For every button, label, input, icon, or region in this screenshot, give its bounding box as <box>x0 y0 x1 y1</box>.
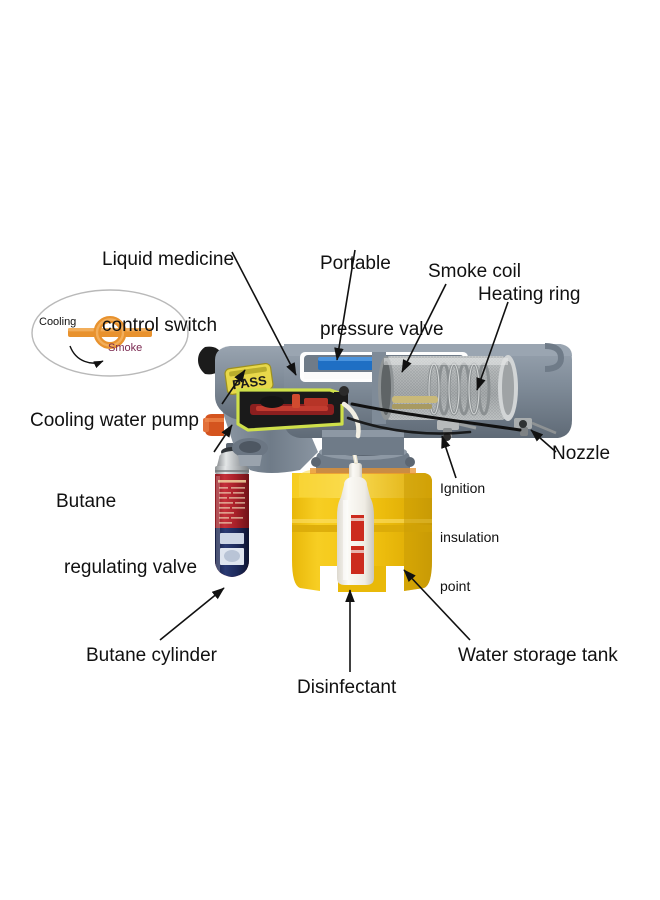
cooling-smoke-selector-inset <box>31 289 189 377</box>
inspection-window <box>236 388 344 432</box>
label-line-1: Liquid medicine <box>102 249 235 271</box>
label-water-storage-tank: Water storage tank <box>458 645 618 666</box>
leader-lines <box>159 249 557 672</box>
smoke-barrel-graphic <box>378 355 518 421</box>
label-liquid-medicine-control-switch: Liquid medicine control switch <box>102 205 234 381</box>
inset-smoke-label: Smoke <box>108 342 143 354</box>
label-line-1: Ignition <box>440 480 486 497</box>
label-line-2: insulation <box>440 529 500 546</box>
label-cooling-water-pump: Cooling water pump <box>30 410 199 431</box>
label-line-2: regulating valve <box>64 557 198 579</box>
label-butane-regulating-valve: Butane regulating valve <box>56 447 197 623</box>
label-smoke-coil: Smoke coil <box>428 261 521 282</box>
disinfectant-bottle-graphic <box>337 418 374 585</box>
inset-cooling-label: Cooling <box>39 316 77 328</box>
label-nozzle: Nozzle <box>552 443 611 464</box>
label-portable-pressure-valve: Portable pressure valve <box>320 209 444 385</box>
label-butane-cylinder: Butane cylinder <box>86 645 217 666</box>
label-line-1: Butane <box>56 491 117 513</box>
label-line-2: control switch <box>102 315 218 337</box>
label-ignition-insulation-point: Ignition insulation point <box>440 448 499 627</box>
nozzle-graphic <box>514 418 557 436</box>
fogger-device-graphic: PASS <box>198 343 572 473</box>
label-line-3: point <box>440 577 471 594</box>
label-line-2: pressure valve <box>320 319 444 341</box>
label-line-1: Portable <box>320 253 391 275</box>
label-disinfectant: Disinfectant <box>297 677 397 698</box>
label-heating-ring: Heating ring <box>478 284 581 305</box>
